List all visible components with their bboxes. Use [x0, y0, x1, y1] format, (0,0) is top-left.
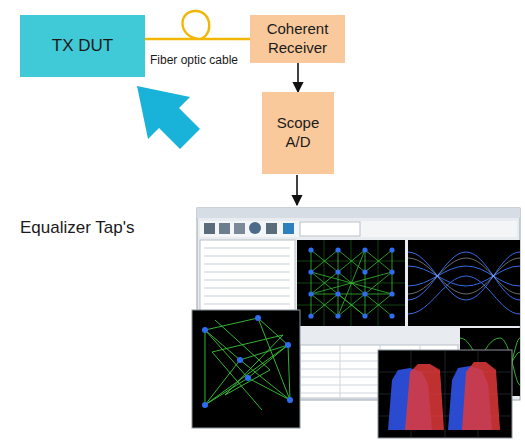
software-screenshot [192, 208, 520, 438]
down-arrow [296, 175, 298, 205]
annotation-label: Equalizer Tap's [20, 218, 134, 238]
receiver-box: Coherent Receiver [250, 15, 345, 63]
node-text: TX DUT [52, 35, 113, 56]
edge-label: Fiber optic cable [150, 53, 238, 67]
node-text: Scope A/D [274, 114, 322, 152]
flow-arrow [297, 63, 299, 92]
node-text: Coherent Receiver [258, 20, 338, 58]
device-box: TX DUT [20, 15, 145, 77]
feedback-arrow [137, 86, 200, 149]
fiber-cable [145, 11, 250, 39]
scope-box: Scope A/D [262, 92, 334, 174]
